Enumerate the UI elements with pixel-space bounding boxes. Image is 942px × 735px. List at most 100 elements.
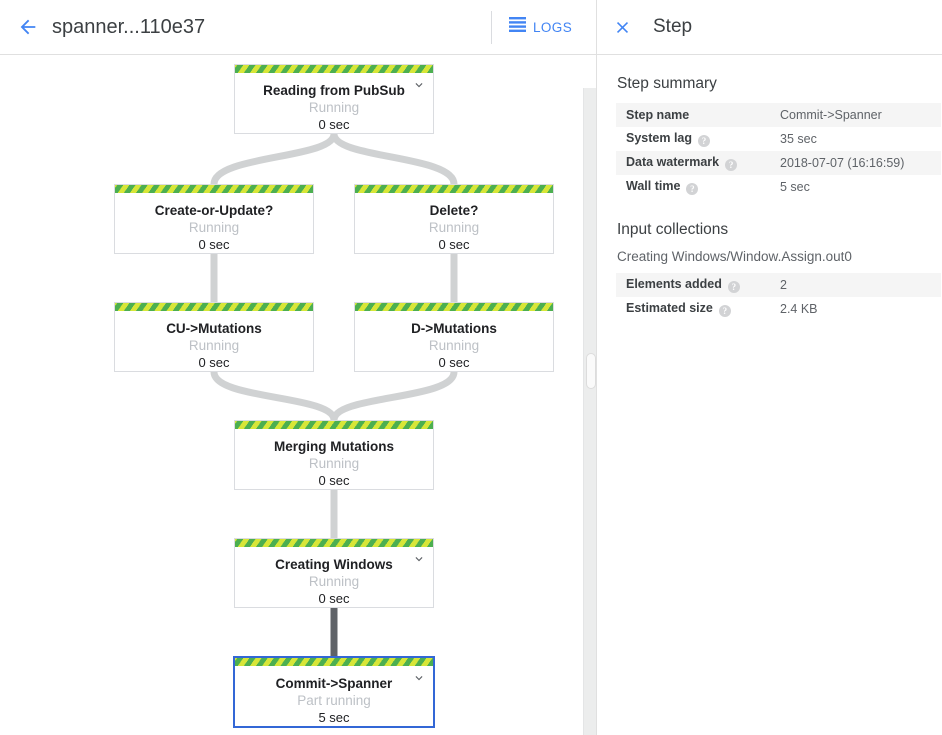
help-question-icon[interactable]: ? — [686, 183, 699, 195]
step-details-pane: Step Step summary Step name Commit->Spann… — [597, 0, 942, 735]
node-title: CU->Mutations — [166, 321, 262, 336]
node-body: Create-or-Update? Running 0 sec — [115, 193, 313, 263]
node-elapsed-time: 0 sec — [438, 237, 470, 252]
detail-row-key: Step name — [616, 103, 780, 127]
detail-key-label: Data watermark — [626, 155, 720, 169]
node-title: Creating Windows — [275, 557, 393, 572]
node-title: Create-or-Update? — [154, 203, 274, 218]
step-panel-header: Step — [597, 0, 942, 55]
node-status-stripe — [235, 658, 433, 666]
close-x-icon[interactable] — [607, 12, 637, 42]
node-elapsed-time: 0 sec — [318, 473, 350, 488]
detail-row: Wall time?5 sec — [616, 175, 941, 199]
node-status-stripe — [115, 185, 313, 193]
back-arrow-icon[interactable] — [12, 11, 44, 43]
node-status: Part running — [297, 693, 371, 708]
node-title: Delete? — [429, 203, 479, 218]
detail-key-label: System lag — [626, 131, 693, 145]
detail-key-label: Step name — [626, 108, 690, 122]
chevron-down-icon[interactable] — [412, 552, 426, 566]
node-status-stripe — [355, 185, 553, 193]
detail-key-label: Wall time — [626, 179, 681, 193]
node-status: Running — [308, 100, 360, 115]
detail-row-value: 2.4 KB — [780, 302, 818, 316]
node-status: Running — [428, 220, 480, 235]
node-status: Running — [188, 338, 240, 353]
node-elapsed-time: 0 sec — [198, 237, 230, 252]
node-body: Delete? Running 0 sec — [355, 193, 553, 263]
input-collections-section: Input collections Creating Windows/Windo… — [597, 221, 942, 321]
step-panel-title: Step — [653, 16, 693, 37]
job-graph-pane: spanner...110e37 LOGS — [0, 0, 597, 735]
detail-row: Step name Commit->Spanner — [616, 103, 941, 127]
node-status-stripe — [115, 303, 313, 311]
help-question-icon[interactable]: ? — [725, 159, 738, 171]
detail-row-value: 35 sec — [780, 132, 817, 146]
node-elapsed-time: 0 sec — [198, 355, 230, 370]
node-elapsed-time: 0 sec — [318, 591, 350, 606]
detail-row: System lag?35 sec — [616, 127, 941, 151]
logs-button[interactable]: LOGS — [509, 13, 572, 41]
detail-row: Data watermark?2018-07-07 (16:16:59) — [616, 151, 941, 175]
node-title: D->Mutations — [411, 321, 497, 336]
logs-button-label: LOGS — [533, 19, 573, 35]
node-status: Running — [308, 574, 360, 589]
help-question-icon[interactable]: ? — [727, 281, 740, 293]
toolbar-divider — [491, 11, 492, 44]
node-status: Running — [428, 338, 480, 353]
node-elapsed-time: 5 sec — [318, 710, 350, 725]
logs-lines-icon — [509, 17, 526, 37]
detail-row: Estimated size?2.4 KB — [616, 297, 941, 321]
detail-row-value: 5 sec — [780, 180, 810, 194]
graph-edges — [207, 130, 461, 665]
scrollbar-thumb[interactable] — [586, 353, 596, 389]
node-status-stripe — [235, 421, 433, 429]
node-status-stripe — [235, 539, 433, 547]
detail-row-key: Wall time? — [616, 175, 780, 199]
collection-name: Creating Windows/Window.Assign.out0 — [617, 249, 852, 264]
detail-row: Elements added?2 — [616, 273, 941, 297]
node-status: Running — [188, 220, 240, 235]
chevron-down-icon[interactable] — [412, 671, 426, 685]
detail-row-value: Commit->Spanner — [780, 108, 882, 122]
pane-divider — [596, 0, 597, 735]
node-status-stripe — [355, 303, 553, 311]
detail-row-key: System lag? — [616, 127, 780, 151]
page-title: spanner...110e37 — [52, 16, 206, 38]
node-status-stripe — [235, 65, 433, 73]
node-title: Reading from PubSub — [263, 83, 405, 98]
graph-node-create-or-update[interactable]: Create-or-Update? Running 0 sec — [114, 184, 314, 254]
step-summary-heading: Step summary — [617, 75, 717, 92]
help-question-icon[interactable]: ? — [718, 305, 731, 317]
detail-row-key: Estimated size? — [616, 297, 780, 321]
node-elapsed-time: 0 sec — [438, 355, 470, 370]
detail-row-key: Elements added? — [616, 273, 780, 297]
top-toolbar: spanner...110e37 LOGS — [0, 0, 597, 55]
graph-vertical-scrollbar[interactable] — [583, 88, 597, 735]
graph-node-delete[interactable]: Delete? Running 0 sec — [354, 184, 554, 254]
chevron-down-icon[interactable] — [412, 78, 426, 92]
detail-row-value: 2018-07-07 (16:16:59) — [780, 156, 905, 170]
help-question-icon[interactable]: ? — [698, 135, 711, 147]
node-title: Commit->Spanner — [275, 676, 393, 691]
detail-row-key: Data watermark? — [616, 151, 780, 175]
input-collections-heading: Input collections — [617, 221, 729, 238]
node-status: Running — [308, 456, 360, 471]
